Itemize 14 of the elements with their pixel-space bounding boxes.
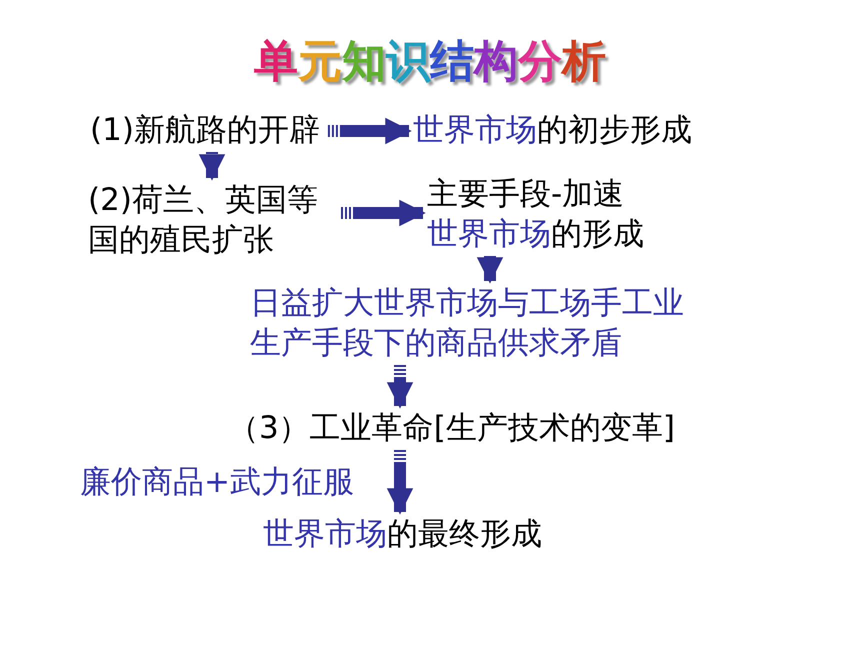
node-text: 主要手段-加速 世界市场的形成 xyxy=(427,174,644,254)
block-arrow xyxy=(198,152,226,181)
block-arrow xyxy=(386,365,414,409)
block-arrow xyxy=(386,450,414,515)
node-text: 世界市场的初步形成 xyxy=(413,110,692,150)
block-arrow xyxy=(476,256,504,284)
block-arrow xyxy=(341,200,426,226)
node-text: （3）工业革命[生产技术的变革] xyxy=(228,408,675,448)
title: 单元知识结构分析 xyxy=(253,35,607,89)
node-text: 世界市场的最终形成 xyxy=(263,514,542,554)
node-text: (1)新航路的开辟 xyxy=(90,110,320,150)
node-text: (2)荷兰、英国等国的殖民扩张 xyxy=(88,180,333,260)
node-text: 日益扩大世界市场与工场手工业生产手段下的商品供求矛盾 xyxy=(250,283,700,363)
block-arrow xyxy=(328,118,412,144)
